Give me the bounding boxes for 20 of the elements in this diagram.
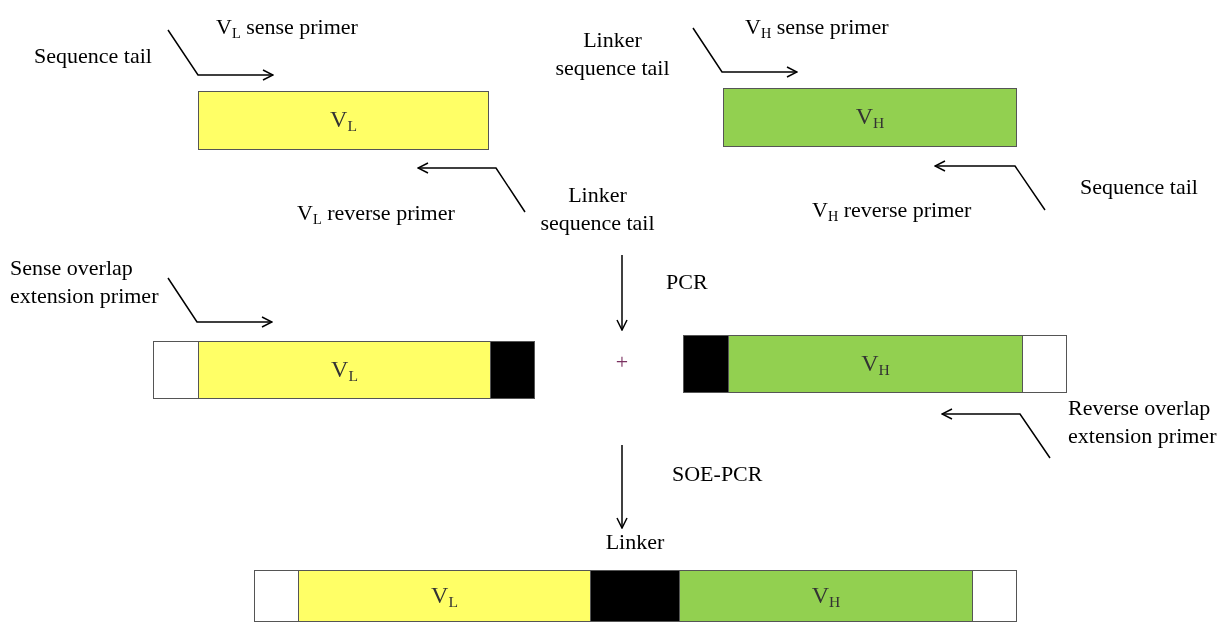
primer-label: Sense overlap extension primer [10, 254, 160, 310]
segment-label: V$_{H}$ [811, 582, 841, 610]
segment-label: V$_{L}$ [330, 107, 357, 134]
primer-label: Sequence tail [1080, 173, 1199, 201]
primer-label: Linker sequence tail [554, 26, 671, 82]
primer-label: V$_{H}$ sense primer [745, 13, 890, 43]
segment-label: V$_{L}$ [331, 356, 358, 384]
arrow [616, 444, 628, 529]
segment-label: V$_{H}$ [855, 104, 885, 131]
primer-label: V$_{L}$ reverse primer [297, 199, 456, 229]
primer-label: Reverse overlap extension primer [1068, 394, 1218, 450]
arrow [616, 254, 628, 331]
primer-label: V$_{H}$ reverse primer [812, 196, 973, 226]
primer-label: Sequence tail [34, 42, 153, 70]
primer-label: V$_{L}$ sense primer [216, 13, 359, 43]
segment-label: V$_{H}$ [861, 350, 890, 378]
segment-label: V$_{L}$ [431, 582, 458, 610]
primer-label: Linker sequence tail [539, 181, 656, 237]
segment-label: Linker [604, 528, 666, 556]
plus-sign: + [614, 348, 630, 376]
